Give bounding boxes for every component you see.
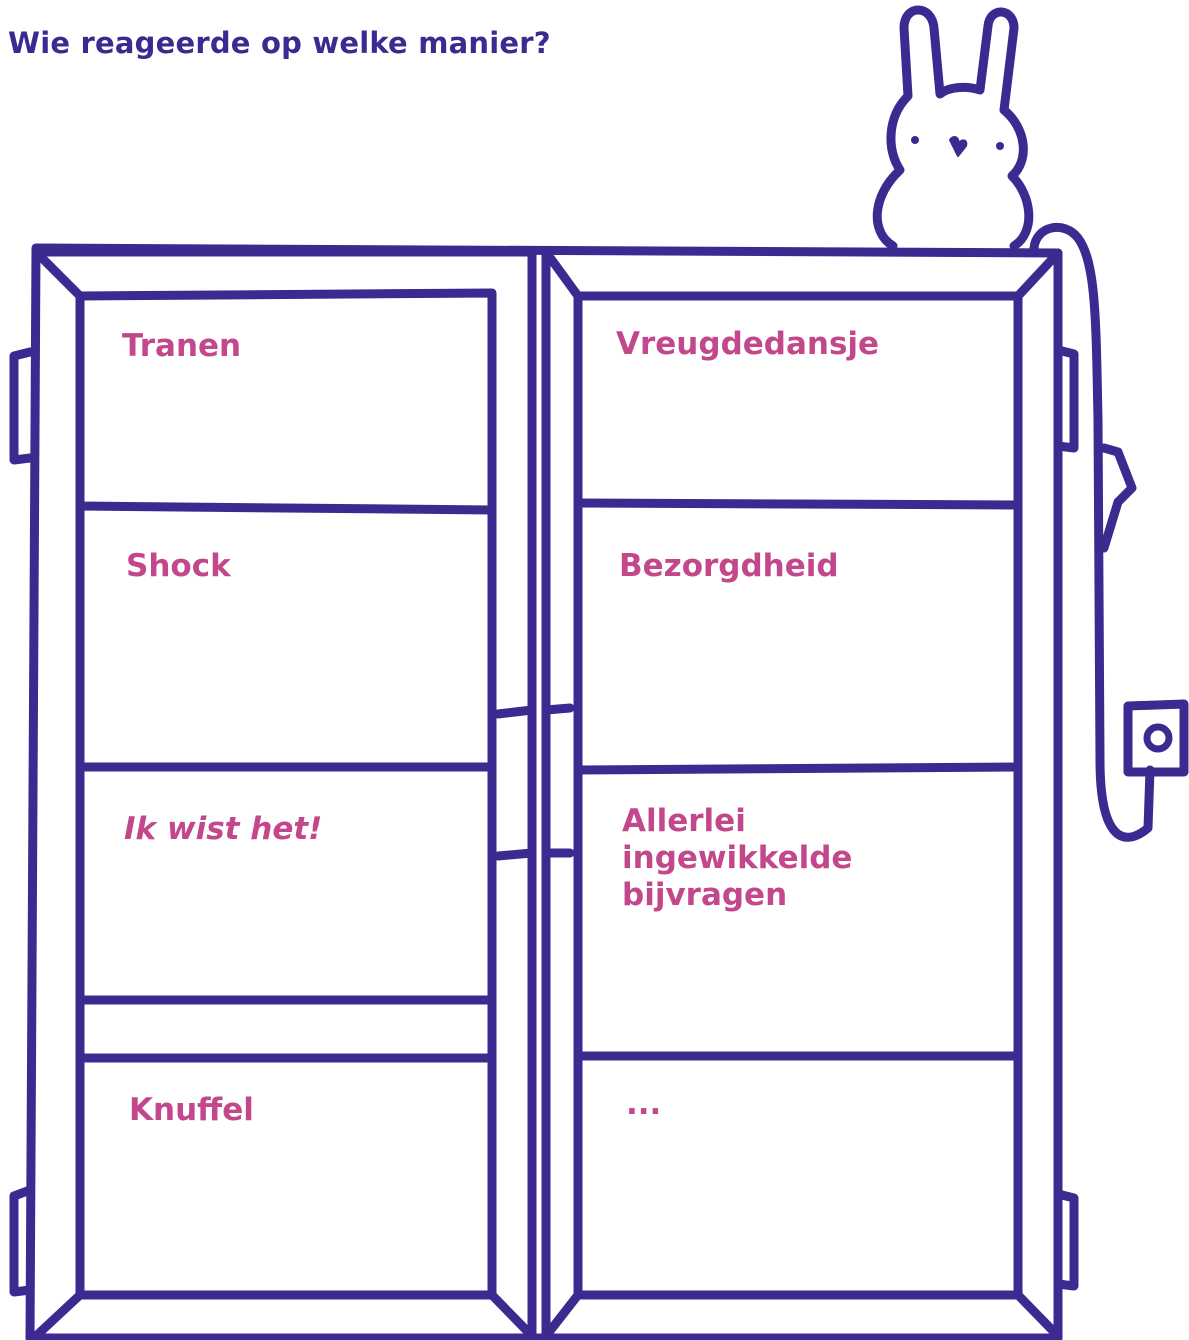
label-allerlei-line-2: ingewikkelde <box>622 840 852 876</box>
right-door-bevel <box>546 252 1058 1336</box>
bunny-icon <box>877 10 1029 246</box>
handle-lower <box>498 853 570 856</box>
left-shelf-lines <box>80 296 492 1295</box>
hinge-right-middle <box>1104 448 1132 548</box>
label-ellipsis: ... <box>626 1086 661 1122</box>
label-shock: Shock <box>126 548 231 584</box>
label-allerlei-line-3: bijvragen <box>622 877 787 913</box>
right-door-inner <box>578 296 1018 1295</box>
label-vreugdedansje: Vreugdedansje <box>616 326 879 362</box>
left-door <box>36 252 532 1338</box>
handle-upper <box>498 708 570 714</box>
page-question-heading: Wie reageerde op welke manier? <box>8 26 551 60</box>
power-plug-icon <box>1128 704 1184 772</box>
label-ik-wist-het: Ik wist het! <box>124 811 322 847</box>
power-cable <box>1034 227 1150 837</box>
label-allerlei-line-1: Allerlei <box>622 803 746 839</box>
label-tranen: Tranen <box>122 328 241 364</box>
label-knuffel: Knuffel <box>129 1092 254 1128</box>
left-door-bevel <box>36 252 532 1336</box>
left-door-inner <box>80 293 492 1000</box>
right-shelf-lines <box>578 503 1018 1056</box>
hinge-left-top <box>14 352 30 460</box>
label-bezorgdheid: Bezorgdheid <box>619 548 839 584</box>
